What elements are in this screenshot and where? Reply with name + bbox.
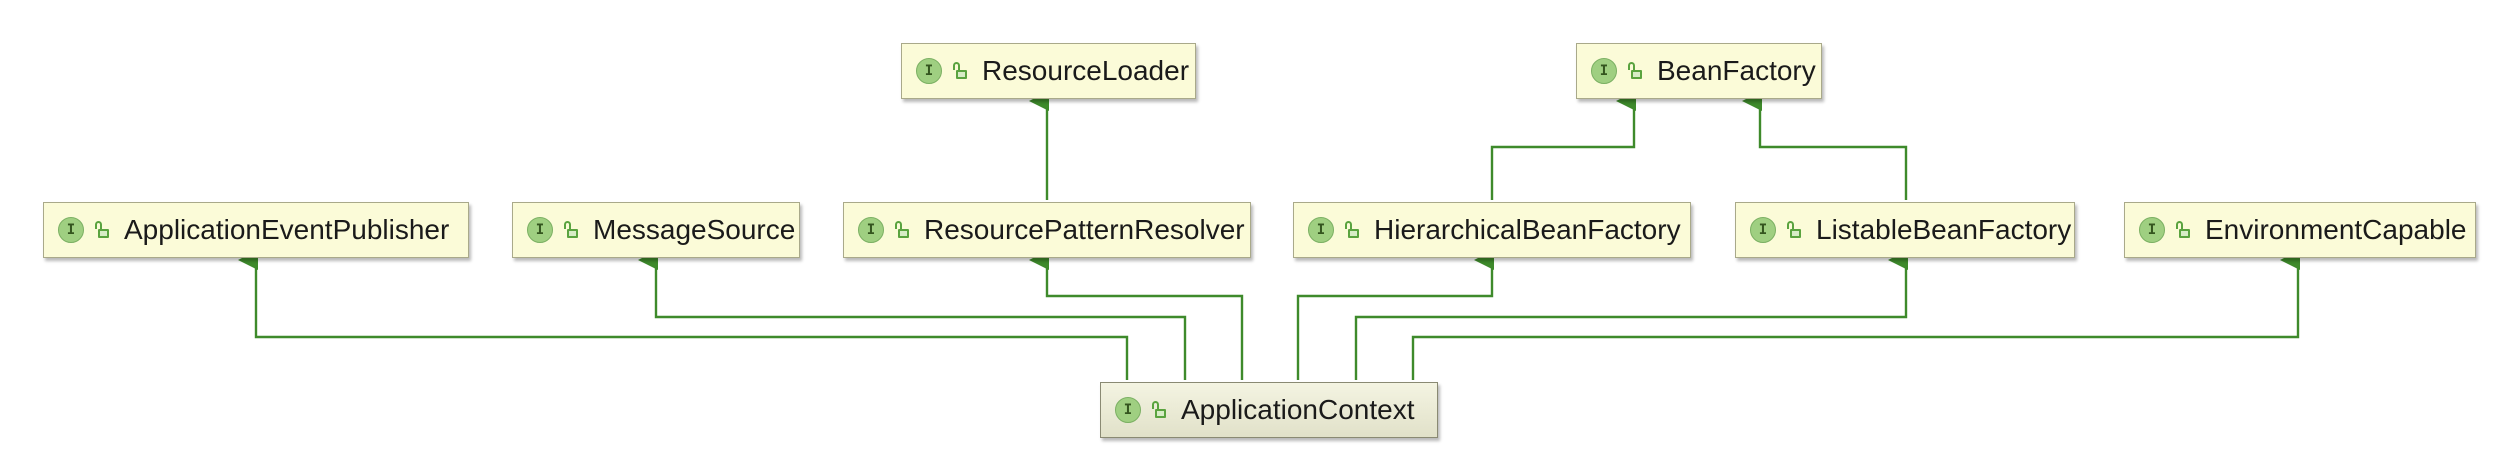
public-lock-icon <box>563 221 579 239</box>
node-label: ApplicationEventPublisher <box>124 214 450 245</box>
interface-badge-icon: I <box>2139 217 2165 243</box>
interface-badge-icon: I <box>58 217 84 243</box>
public-lock-icon <box>1151 401 1167 419</box>
edge-applicationcontext-to-resourcepatternresolver <box>1029 250 1244 380</box>
node-messagesource[interactable]: I MessageSource <box>512 202 800 258</box>
node-resourcepatternresolver[interactable]: I ResourcePatternResolver <box>843 202 1251 258</box>
interface-badge-icon: I <box>1115 397 1141 423</box>
node-label: ApplicationContext <box>1181 394 1415 425</box>
node-environmentcapable[interactable]: I EnvironmentCapable <box>2124 202 2476 258</box>
node-label: BeanFactory <box>1657 55 1816 86</box>
edge-applicationcontext-to-applicationeventpublisher <box>238 250 1129 380</box>
interface-badge-icon: I <box>1750 217 1776 243</box>
public-lock-icon <box>1786 221 1802 239</box>
interface-badge-icon: I <box>527 217 553 243</box>
edge-hierarchicalbeanfactory-to-beanfactory <box>1490 91 1636 200</box>
public-lock-icon <box>94 221 110 239</box>
interface-badge-icon: I <box>1308 217 1334 243</box>
public-lock-icon <box>1344 221 1360 239</box>
public-lock-icon <box>952 62 968 80</box>
node-label: MessageSource <box>593 214 796 245</box>
interface-badge-icon: I <box>858 217 884 243</box>
node-applicationeventpublisher[interactable]: I ApplicationEventPublisher <box>43 202 469 258</box>
node-hierarchicalbeanfactory[interactable]: I HierarchicalBeanFactory <box>1293 202 1691 258</box>
public-lock-icon <box>1627 62 1643 80</box>
node-applicationcontext[interactable]: I ApplicationContext <box>1100 382 1438 438</box>
node-listablebeanfactory[interactable]: I ListableBeanFactory <box>1735 202 2075 258</box>
edge-applicationcontext-to-messagesource <box>638 250 1187 380</box>
public-lock-icon <box>894 221 910 239</box>
node-resourceloader[interactable]: I ResourceLoader <box>901 43 1196 99</box>
edge-applicationcontext-to-hierarchicalbeanfactory <box>1296 250 1494 380</box>
edge-listablebeanfactory-to-beanfactory <box>1742 91 1908 200</box>
edge-applicationcontext-to-environmentcapable <box>1411 250 2300 380</box>
public-lock-icon <box>2175 221 2191 239</box>
node-label: ResourceLoader <box>982 55 1190 86</box>
node-label: EnvironmentCapable <box>2205 214 2467 245</box>
node-label: ResourcePatternResolver <box>924 214 1245 245</box>
edge-applicationcontext-to-listablebeanfactory <box>1354 250 1908 380</box>
node-beanfactory[interactable]: I BeanFactory <box>1576 43 1822 99</box>
interface-badge-icon: I <box>916 58 942 84</box>
node-label: HierarchicalBeanFactory <box>1374 214 1681 245</box>
node-label: ListableBeanFactory <box>1816 214 2072 245</box>
interface-badge-icon: I <box>1591 58 1617 84</box>
